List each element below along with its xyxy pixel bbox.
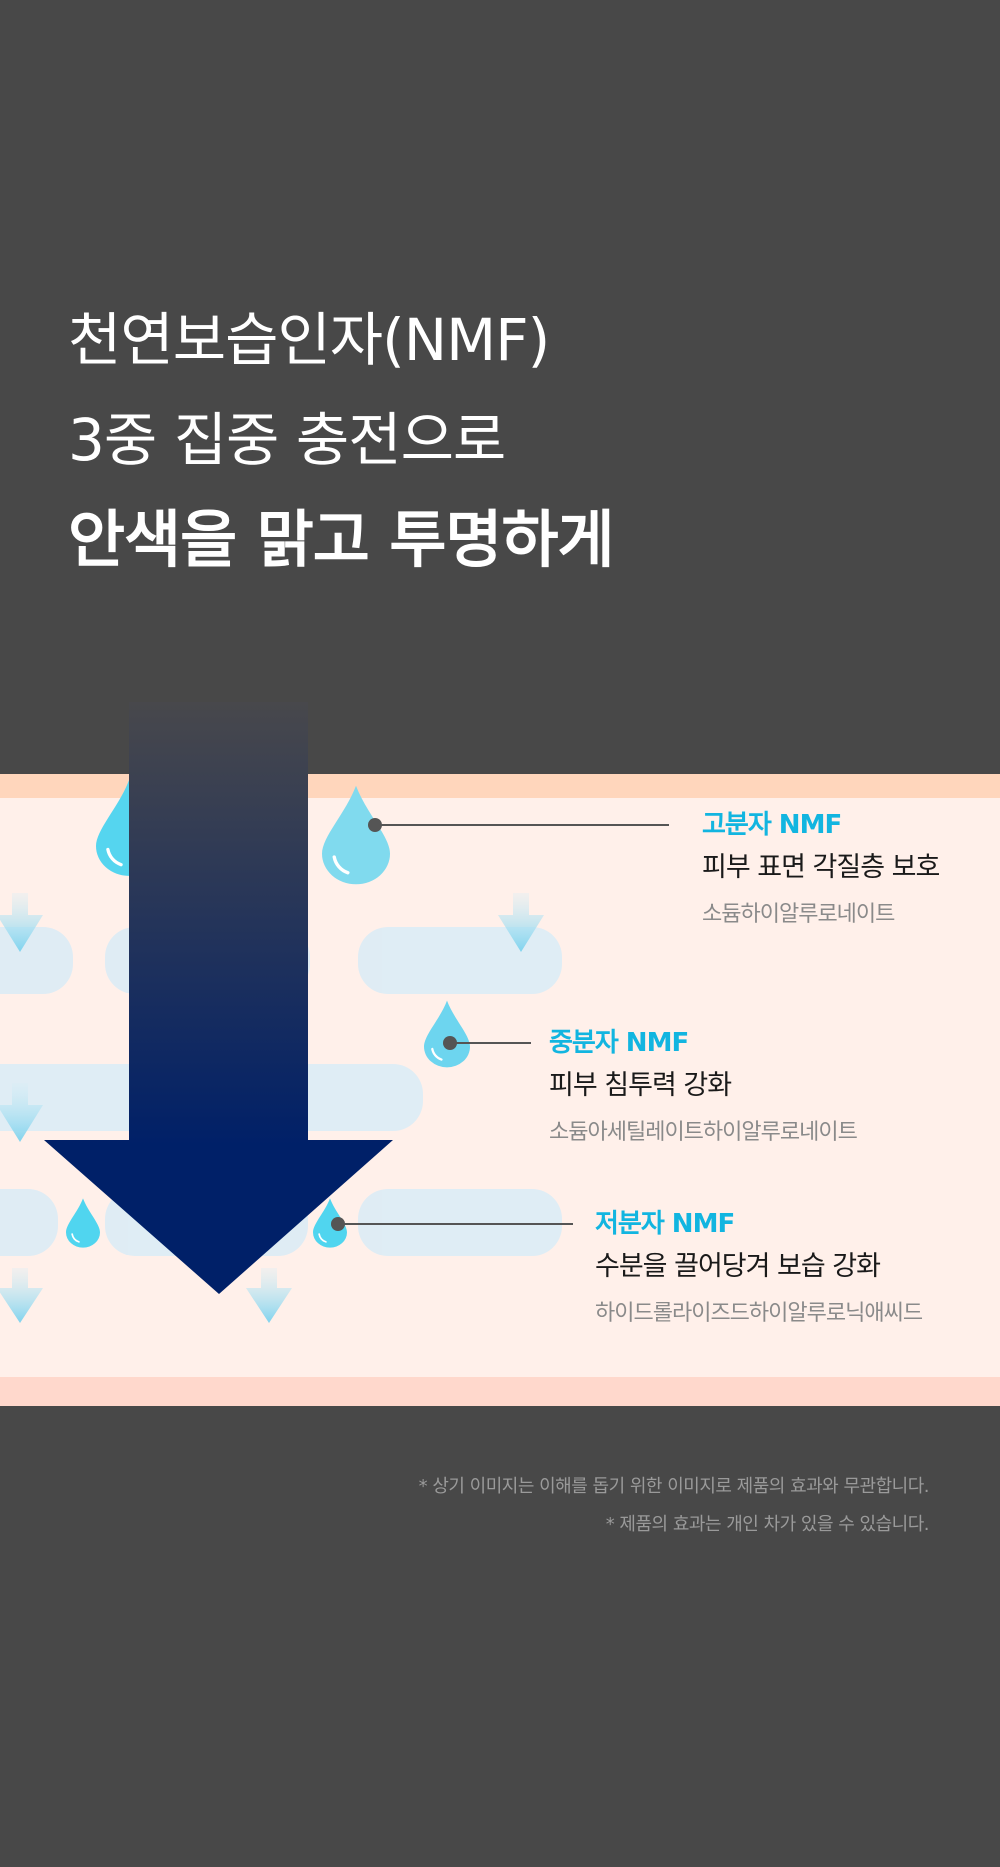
disclaimer-note-1: * 상기 이미지는 이해를 돕기 위한 이미지로 제품의 효과와 무관합니다. <box>418 1476 930 1497</box>
layer-description: 피부 표면 각질층 보호 <box>702 852 940 883</box>
layer-title: 저분자 NMF <box>595 1209 735 1239</box>
skin-bottom-strip <box>0 1377 1000 1406</box>
high-molecular-label: 고분자 NMF 피부 표면 각질층 보호 소듐하이알루로네이트 <box>702 807 940 937</box>
layer-title: 고분자 NMF <box>702 810 842 840</box>
penetration-arrow-icon <box>44 702 393 1294</box>
leader-dot <box>331 1217 345 1231</box>
layer-title: 중분자 NMF <box>549 1028 689 1058</box>
small-arrow-icon <box>0 1268 43 1323</box>
layer-description: 수분을 끌어당겨 보습 강화 <box>595 1251 881 1282</box>
leader-dot <box>368 818 382 832</box>
layer-ingredient: 하이드롤라이즈드하이알루로닉애씨드 <box>595 1301 923 1326</box>
disclaimer-note-2: * 제품의 효과는 개인 차가 있을 수 있습니다. <box>605 1514 930 1535</box>
headline-line-3: 안색을 맑고 투명하게 <box>68 503 615 576</box>
headline-line-2: 3중 집중 충전으로 <box>68 406 506 474</box>
small-arrow-icon <box>246 1268 292 1323</box>
small-arrow-icon <box>0 893 43 952</box>
layer-ingredient: 소듐하이알루로네이트 <box>702 902 895 927</box>
cell <box>358 927 562 994</box>
low-molecular-label: 저분자 NMF 수분을 끌어당겨 보습 강화 하이드롤라이즈드하이알루로닉애씨드 <box>595 1206 923 1336</box>
layer-description: 피부 침투력 강화 <box>549 1070 732 1101</box>
mid-molecular-label: 중분자 NMF 피부 침투력 강화 소듐아세틸레이트하이알루로네이트 <box>549 1025 858 1155</box>
headline-line-1: 천연보습인자(NMF) <box>68 306 550 374</box>
small-arrow-icon <box>0 1083 43 1142</box>
leader-dot <box>443 1036 457 1050</box>
small-arrow-icon <box>498 893 544 952</box>
headline: 천연보습인자(NMF) 3중 집중 충전으로 안색을 맑고 투명하게 <box>68 290 615 590</box>
cell <box>0 1189 58 1256</box>
disclaimer: * 상기 이미지는 이해를 돕기 위한 이미지로 제품의 효과와 무관합니다. … <box>418 1468 930 1544</box>
cell <box>358 1189 562 1256</box>
layer-ingredient: 소듐아세틸레이트하이알루로네이트 <box>549 1120 858 1145</box>
